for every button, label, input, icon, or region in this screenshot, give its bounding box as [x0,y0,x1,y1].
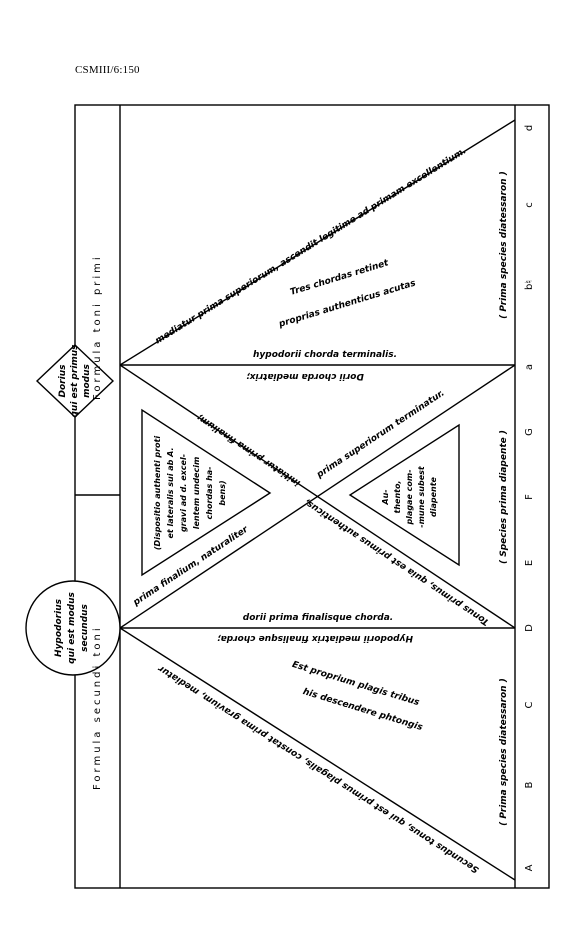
left-tri-line-2: et lateralis sui ab A. [166,447,175,538]
left-tri-line-4: lentem undecim [192,457,201,530]
cross-diagonal-2 [119,364,516,629]
right-tri-line-3: plagae com- [405,469,414,525]
note-d: d [524,125,535,131]
prima-superiorum-text: prima superiorum terminatur. [314,388,446,480]
left-tri-line-5: chordas ha- [205,467,214,520]
diamond-line-1: Dorius [58,364,68,398]
hypodorii-terminalis: hypodorii chorda terminalis. [253,350,397,360]
dorius-diamond [35,344,115,418]
lower-text-line-1: Est proprium plagis tribus [291,660,421,709]
formula-primi-label: Formula toni primi [92,254,103,400]
circle-line-1: Hypodorius [54,598,64,657]
hypodorius-circle [25,580,121,676]
right-triangle [348,423,460,567]
note-F: F [524,494,535,500]
right-tri-line-2: thento, [393,481,402,514]
right-tri-line-4: -mune subest [417,465,426,528]
outer-frame [74,104,550,889]
dorii-finalis: dorii prima finalisque chorda. [243,613,393,623]
left-tri-line-1: (Dispositio authenti proti [153,436,162,550]
tonus-primus-text: Tonus primus, quia est primus authenticu… [303,496,492,626]
note-E: E [524,560,535,566]
note-C: C [524,701,535,708]
right-tri-line-1: Au- [381,489,390,505]
left-tri-line-3: gravi ad d. excel- [179,454,188,532]
reference-label: CSMIII/6:150 [75,64,140,76]
diamond-line-2: qui est primus [70,344,80,418]
note-c: c [524,202,535,208]
hypodorii-mediatrix: Hypodorii mediatrix finalisque chorda; [217,633,413,643]
circle-line-3: secundus [80,603,90,651]
species-middle: ( Species prima diapente ) [499,430,509,564]
note-b-natural: b♮ [524,280,535,290]
circle-line-2: qui est modus [67,591,77,663]
dorii-mediatrix: Dorii chorda mediatrix; [246,371,364,381]
right-tri-line-5: diapente [429,476,438,517]
lower-diagonal [119,627,516,881]
upper-diagonal [119,119,516,366]
note-A: A [524,864,535,871]
note-a: a [524,364,535,370]
note-B: B [524,781,535,788]
left-triangle [141,408,272,577]
species-upper: ( Prima species diatessaron ) [499,171,509,319]
left-tri-line-6: bens) [218,480,227,505]
note-D: D [524,624,535,632]
note-G: G [524,428,535,436]
formula-secundi-label: Formula secundi toni [92,625,103,790]
prima-finalium-text: prima finalium, naturaliter [131,524,251,608]
diamond-line-3: modus [82,363,92,397]
species-lower: ( Prima species diatessaron ) [499,678,509,826]
